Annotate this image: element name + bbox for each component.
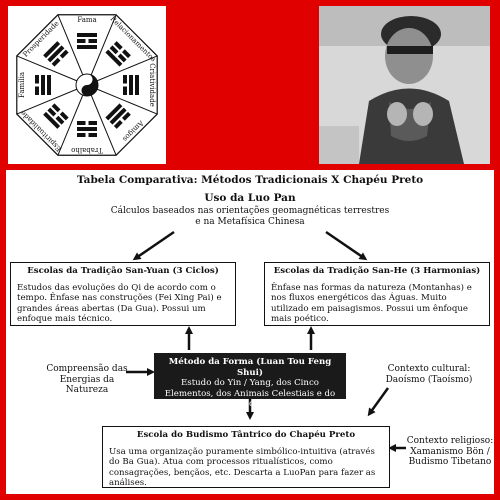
metodo-forma-box: Método da Forma (Luan Tou Feng Shui) Est… [154,353,346,409]
arrow-right-note [367,387,390,417]
bagua-spoke [57,84,88,156]
trigram-icon [77,33,97,49]
metodo-forma-body: Estudo do Yin / Yang, dos Cinco Elemento… [164,378,336,409]
left-note: Compreensão das Energias da Natureza [46,364,128,395]
bagua-spoke [16,84,88,115]
san-he-body: Ênfase nas formas da natureza (Montanhas… [271,282,472,325]
luopan-text-line-2: e na Metafísica Chinesa [195,217,305,227]
bagua-label: Fama [77,16,96,24]
san-yuan-body: Estudos das evoluções do Qi de acordo co… [17,282,222,325]
san-he-heading: Escolas da Tradição San-He (3 Harmonias) [273,266,481,276]
trigram-icon [123,75,139,95]
right-note: Contexto cultural: Daoísmo (Taoísmo) [385,364,473,385]
bagua-spoke [86,14,117,86]
trigram-icon [35,75,51,95]
arrow-luopan-sanhe [325,230,368,261]
trigram-icon [43,41,69,67]
san-yuan-box: Escolas da Tradição San-Yuan (3 Ciclos) … [10,262,236,326]
trigram-icon [105,41,131,67]
bagua-spoke [16,55,88,86]
chapeu-preto-heading: Escola do Budismo Tântrico do Chapéu Pre… [136,430,356,440]
luopan-text: Cálculos baseados nas orientações geomag… [96,206,404,228]
portrait-photo-icon [319,6,490,164]
religious-note: Contexto religioso: Xamanismo Bön / Budi… [406,436,494,467]
metodo-forma-heading: Método da Forma (Luan Tou Feng Shui) [168,357,332,378]
bagua-label: Trabalho [71,146,103,154]
luopan-text-line-1: Cálculos baseados nas orientações geomag… [110,206,390,216]
san-he-box: Escolas da Tradição San-He (3 Harmonias)… [264,262,490,326]
arrow-luopan-sanyuan [132,230,175,261]
bagua-label: Família [18,72,26,98]
san-yuan-heading: Escolas da Tradição San-Yuan (3 Ciclos) [27,266,219,276]
comparison-diagram: Tabela Comparativa: Métodos Tradicionais… [6,170,494,494]
bagua-spoke [86,55,158,86]
bagua-spoke [57,14,88,86]
diagram-title: Tabela Comparativa: Métodos Tradicionais… [76,174,424,186]
chapeu-preto-body: Usa uma organização puramente simbólico-… [109,446,376,489]
trigram-icon [105,103,131,129]
bagua-spoke [86,84,158,115]
trigram-icon [43,103,69,129]
bagua-label: Criatividade [148,63,156,107]
bagua-spoke [86,84,117,156]
trigram-icon [77,121,97,137]
luopan-heading: Uso da Luo Pan [204,192,296,204]
portrait-photo [319,6,490,164]
yin-yang-icon [75,73,99,97]
chapeu-preto-box: Escola do Budismo Tântrico do Chapéu Pre… [102,426,390,488]
